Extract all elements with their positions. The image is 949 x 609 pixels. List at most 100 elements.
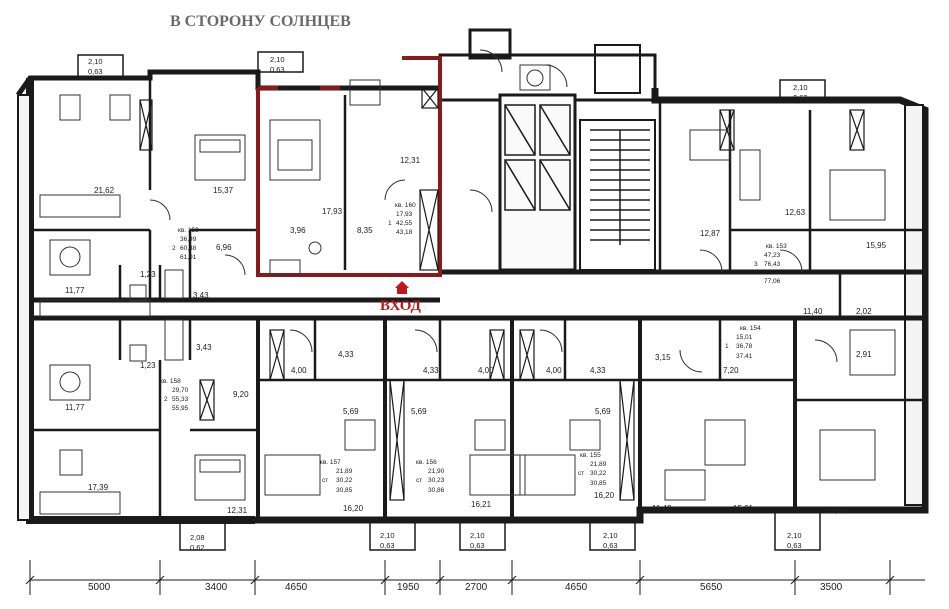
room-area: 17,93 (322, 207, 343, 216)
room-area: 5,69 (411, 407, 427, 416)
entrance-label: ВХОД (380, 298, 422, 314)
apartment-area-living: 21,89 (590, 461, 607, 468)
room-area: 4,00 (546, 366, 562, 375)
apartment-rooms: 2 (172, 245, 176, 252)
balcony-dims: 2,08 (190, 533, 205, 542)
room-area: 2,91 (856, 350, 872, 359)
apartment-info: кв. 159 36,99 2 60,38 61,01 кв. 160 17,9… (160, 202, 787, 494)
apartment-area-with-balcony: 30,85 (336, 487, 353, 494)
dimension-label: 3500 (820, 582, 843, 593)
apartment-area-with-balcony: 30,86 (428, 487, 445, 494)
entrance-marker: ВХОД (380, 281, 422, 314)
apartment-area-living: 21,89 (336, 468, 353, 475)
balcony-dims: 2,10 (603, 531, 618, 540)
balcony-dims: 2,10 (793, 83, 808, 92)
apartment-area-living: 15,01 (736, 334, 753, 341)
room-area: 12,31 (227, 506, 248, 515)
room-area: 4,33 (590, 366, 606, 375)
room-area: 5,69 (595, 407, 611, 416)
dimension-label: 5000 (88, 582, 111, 593)
apartment-number: кв. 156 (416, 459, 437, 466)
apartment-block: кв. 157 21,89 ст 30,22 30,85 (320, 459, 353, 494)
apartment-number: кв. 153 (766, 243, 787, 250)
partition-walls (30, 80, 925, 520)
apartment-block: кв. 156 21,90 ст 30,23 30,86 (416, 459, 445, 494)
balcony-dims: 2,10 (88, 57, 103, 66)
room-area: 12,87 (700, 229, 721, 238)
apartment-rooms: 1 (725, 343, 729, 350)
dimension-label: 4650 (565, 582, 588, 593)
apartment-rooms: 3 (754, 261, 758, 268)
apartment-rooms: 2 (164, 396, 168, 403)
apartment-area-total: 42,55 (396, 220, 413, 227)
apartment-number: кв. 158 (160, 378, 181, 385)
plan-title: В СТОРОНУ СОЛНЦЕВ (170, 13, 351, 30)
room-area: 12,63 (785, 208, 806, 217)
room-area: 21,62 (94, 186, 115, 195)
balcony-dims: 2,10 (270, 55, 285, 64)
apartment-number: кв. 154 (740, 325, 761, 332)
apartment-number: кв. 160 (395, 202, 416, 209)
apartment-number: кв. 155 (580, 452, 601, 459)
apartment-number: кв. 159 (178, 227, 199, 234)
balcony-area: 0,63 (603, 541, 618, 550)
apartment-area-total: 36,78 (736, 343, 753, 350)
apartment-area-total: 55,33 (172, 396, 189, 403)
apartment-area-total: 30,23 (428, 477, 445, 484)
apartment-block: кв. 160 17,93 1 42,55 43,18 (388, 202, 416, 236)
room-area: 12,31 (400, 156, 421, 165)
balcony-dims: 2,10 (470, 531, 485, 540)
house-icon (395, 281, 409, 294)
room-area: 7,20 (723, 366, 739, 375)
room-area: 4,33 (423, 366, 439, 375)
highlighted-apartment (256, 56, 442, 277)
room-area: 9,20 (233, 390, 249, 399)
balcony-area: 0,63 (270, 65, 285, 74)
apartment-block: кв. 154 15,01 1 36,78 37,41 (725, 325, 761, 360)
room-area: 11,77 (65, 403, 85, 412)
apartment-number: кв. 157 (320, 459, 341, 466)
apartment-block: кв. 158 29,70 2 55,33 55,95 (160, 378, 189, 412)
balcony-dims: 2,10 (787, 531, 802, 540)
room-area: 1,23 (140, 270, 156, 279)
apartment-rooms: ст (578, 470, 584, 477)
room-area: 3,96 (290, 226, 306, 235)
room-area: 18,65 (826, 506, 847, 515)
room-area: 16,20 (594, 491, 615, 500)
apartment-block: кв. 155 21,89 ст 30,22 30,85 (578, 452, 607, 487)
room-area: 11,77 (65, 286, 85, 295)
balcony-area: 0,63 (88, 67, 103, 76)
dimension-label: 2700 (465, 582, 488, 593)
balcony-dims: 2,10 (380, 531, 395, 540)
room-area: 2,02 (856, 307, 872, 316)
room-area: 15,37 (213, 186, 234, 195)
apartment-area-with-balcony: 37,41 (736, 353, 753, 360)
apartment-area-living: 47,23 (764, 252, 781, 259)
room-area: 4,00 (291, 366, 307, 375)
room-area: 5,69 (343, 407, 359, 416)
apartment-area-with-balcony: 77,06 (764, 278, 781, 285)
room-area: 8,35 (357, 226, 373, 235)
room-area: 16,21 (471, 500, 492, 509)
balcony-labels: 2,10 0,63 2,10 0,63 2,10 0,63 2,08 0,62 … (88, 55, 808, 552)
apartment-area-living: 29,70 (172, 387, 189, 394)
balcony-area: 0,63 (380, 541, 395, 550)
furniture (39, 64, 896, 515)
room-area: 3,43 (193, 291, 209, 300)
balcony-area: 0,62 (190, 543, 205, 552)
apartment-area-total: 76,43 (764, 261, 781, 268)
room-area: 11,42 (652, 504, 672, 513)
room-area: 1,23 (140, 361, 156, 370)
room-area: 4,00 (478, 366, 494, 375)
room-area: 3,43 (196, 343, 212, 352)
balconies (77, 51, 826, 551)
room-area: 11,40 (803, 307, 823, 316)
apartment-rooms: ст (322, 477, 328, 484)
door-swings (149, 49, 838, 373)
apartment-rooms: ст (416, 477, 422, 484)
apartment-area-living: 17,93 (396, 211, 413, 218)
apartment-area-with-balcony: 61,01 (180, 254, 197, 261)
apartment-block: кв. 159 36,99 2 60,38 61,01 (172, 227, 199, 261)
apartment-area-with-balcony: 55,95 (172, 405, 189, 412)
